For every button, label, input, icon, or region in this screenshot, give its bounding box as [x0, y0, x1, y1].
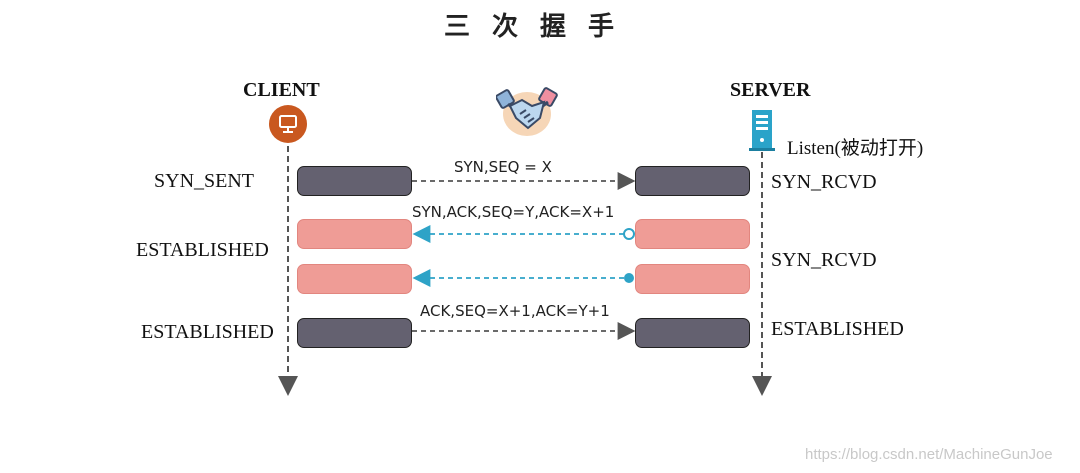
- client-label: CLIENT: [243, 79, 320, 101]
- client-box-syn: [297, 166, 412, 196]
- handshake-icon: [496, 84, 558, 138]
- diagram-title: 三次握手: [443, 12, 636, 42]
- server-state-syn-rcvd-2: SYN_RCVD: [771, 249, 877, 271]
- server-icon: [748, 108, 776, 152]
- server-listen-note: Listen(被动打开): [787, 138, 924, 159]
- client-box-syn-ack-1: [297, 219, 412, 249]
- watermark: https://blog.csdn.net/MachineGunJoe: [805, 446, 1053, 463]
- client-state-established-1: ESTABLISHED: [136, 239, 269, 261]
- server-label: SERVER: [730, 79, 811, 101]
- server-box-syn-ack-1: [635, 219, 750, 249]
- message-syn-ack: SYN,ACK,SEQ=Y,ACK=X+1: [412, 203, 615, 221]
- client-box-syn-ack-2: [297, 264, 412, 294]
- server-box-ack: [635, 318, 750, 348]
- client-state-established-2: ESTABLISHED: [141, 321, 274, 343]
- server-state-established: ESTABLISHED: [771, 318, 904, 340]
- client-state-syn-sent: SYN_SENT: [154, 170, 255, 192]
- server-state-syn-rcvd-1: SYN_RCVD: [771, 171, 877, 193]
- message-ack: ACK,SEQ=X+1,ACK=Y+1: [420, 302, 610, 320]
- client-box-ack: [297, 318, 412, 348]
- server-box-syn: [635, 166, 750, 196]
- message-syn: SYN,SEQ = X: [454, 158, 552, 176]
- server-box-syn-ack-2: [635, 264, 750, 294]
- monitor-icon: [269, 105, 307, 143]
